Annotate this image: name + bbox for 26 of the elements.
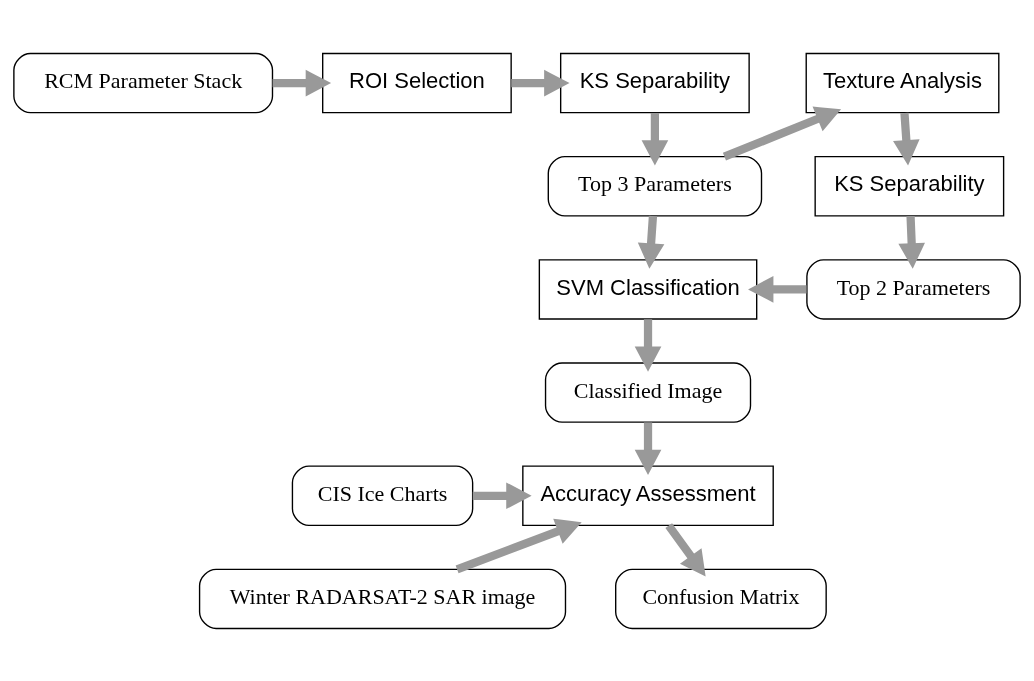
node-box: RCM Parameter Stack <box>13 52 274 113</box>
node-box: KS Separability <box>559 52 750 113</box>
arrow <box>641 112 669 165</box>
arrow <box>748 275 807 303</box>
arrow <box>511 69 570 96</box>
arrow <box>898 215 925 269</box>
arrow <box>455 518 582 573</box>
node-box: Top 2 Parameters <box>806 258 1021 320</box>
arrow <box>893 112 920 165</box>
arrow <box>722 106 842 160</box>
arrow <box>634 318 662 372</box>
arrow <box>472 481 532 509</box>
node-box: KS Separability <box>814 155 1005 216</box>
arrow <box>272 69 332 96</box>
node-box: Texture Analysis <box>805 52 1000 113</box>
node-box: Accuracy Assessment <box>522 465 774 526</box>
node-box: Confusion Matrix <box>615 568 827 629</box>
node-box: SVM Classification <box>538 258 758 320</box>
arrow <box>637 215 665 269</box>
arrow <box>665 522 706 576</box>
arrow <box>634 421 662 475</box>
node-box: Classified Image <box>544 361 752 423</box>
node-box: Top 3 Parameters <box>547 155 763 216</box>
node-box: ROI Selection <box>322 52 512 113</box>
node-box: CIS Ice Charts <box>291 465 474 526</box>
node-box: Winter RADARSAT-2 SAR image <box>198 568 567 629</box>
